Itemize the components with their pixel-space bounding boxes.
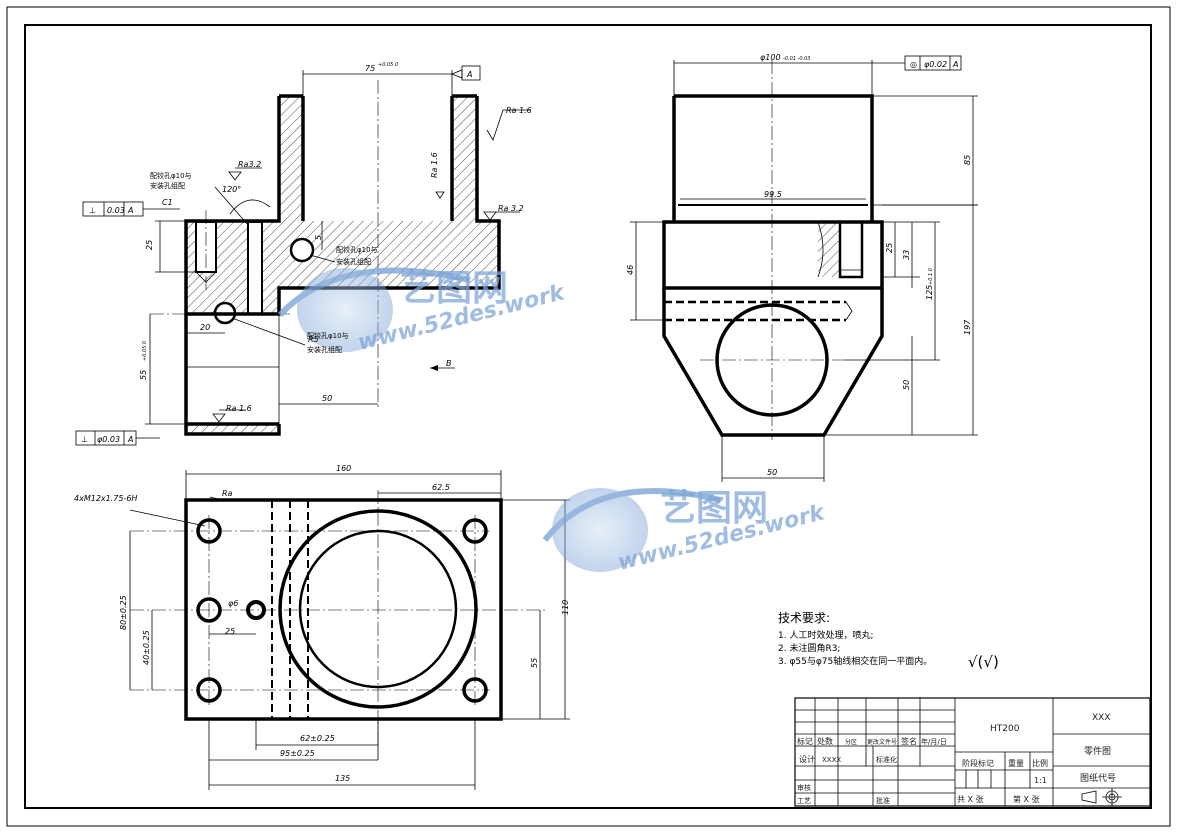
tb-approve: 批准 bbox=[876, 796, 890, 805]
tb-scale: 比例 bbox=[1032, 758, 1048, 768]
tol-conc-value: φ0.02 bbox=[924, 60, 947, 69]
dim-197: 197 bbox=[963, 319, 972, 335]
tb-scale-val: 1:1 bbox=[1034, 776, 1047, 785]
tb-total: 共 X 张 bbox=[957, 795, 984, 804]
tol1-sym: ⊥ bbox=[89, 206, 96, 215]
dim-95: 95±0.25 bbox=[280, 749, 315, 758]
tech-item-2: 2. 未注圆角R3; bbox=[778, 642, 840, 654]
dim-top-dia-tol: -0.01 -0.03 bbox=[783, 56, 810, 62]
watermark-1 bbox=[277, 267, 471, 352]
tech-item-3: 3. φ55与φ75轴线相交在同一平面内。 bbox=[778, 655, 932, 667]
tb-company: XXX bbox=[1092, 713, 1111, 723]
ra-bottom: Ra 1.6 bbox=[226, 404, 252, 413]
tb-design: 设计 bbox=[799, 754, 815, 764]
dim-top-tol: +0.05 0 bbox=[378, 62, 398, 68]
dim-25r: 25 bbox=[885, 243, 894, 253]
tb-stage: 阶段标记 bbox=[962, 758, 994, 768]
roughness-symbol: √(√) bbox=[968, 653, 999, 671]
dim-33: 33 bbox=[902, 250, 911, 260]
tb-standard: 标准化 bbox=[876, 755, 897, 764]
dim-20: 20 bbox=[200, 323, 210, 332]
tb-material: HT200 bbox=[990, 724, 1020, 734]
dim-25b: 25 bbox=[225, 627, 235, 636]
tb-h-zone: 分区 bbox=[845, 738, 857, 746]
dim-62: 62±0.25 bbox=[300, 734, 335, 743]
front-section-view bbox=[75, 65, 530, 446]
chamfer-c1: C1 bbox=[162, 198, 173, 207]
ra-bore: Ra 1.6 bbox=[430, 152, 439, 178]
tol2-sym: ⊥ bbox=[81, 435, 88, 444]
tb-h-doc: 更改文件号 bbox=[867, 738, 897, 746]
dim-135: 135 bbox=[335, 774, 350, 783]
tol-conc-datum: A bbox=[952, 60, 958, 69]
section-b: B bbox=[446, 359, 452, 368]
note-pin-1b: 安装孔组配 bbox=[150, 181, 185, 190]
tech-item-1: 1. 人工时效处理，喷丸; bbox=[778, 629, 873, 641]
note-pin-2b: 安装孔组配 bbox=[336, 257, 371, 266]
note-pin-2a: 配铰孔φ10与 bbox=[336, 245, 378, 254]
tb-h-date: 年/月/日 bbox=[921, 737, 947, 746]
dim-thread: 4xM12x1.75-6H bbox=[74, 494, 137, 503]
tb-drawing-name: 零件图 bbox=[1084, 745, 1111, 757]
tol1-datum: A bbox=[127, 206, 133, 215]
side-view bbox=[630, 55, 978, 482]
dim-160: 160 bbox=[336, 464, 351, 473]
dim-85: 85 bbox=[963, 155, 972, 165]
ra-side: Ra 3.2 bbox=[498, 204, 524, 213]
tol2-value: φ0.03 bbox=[97, 435, 120, 444]
tb-h-mark: 标记 bbox=[797, 736, 813, 746]
tb-drawing-no: 图纸代号 bbox=[1080, 772, 1116, 784]
dim-46: 46 bbox=[626, 265, 635, 275]
watermark-brand-2: 艺图网 bbox=[660, 488, 768, 529]
tol2-datum: A bbox=[127, 435, 133, 444]
dim-50-bottom: 50 bbox=[767, 468, 777, 477]
title-block bbox=[794, 697, 1151, 807]
dim-ra-plan: Ra bbox=[222, 489, 233, 498]
tb-sheet: 第 X 张 bbox=[1013, 794, 1040, 804]
tb-designer: XXXX bbox=[822, 756, 841, 764]
tb-h-count: 处数 bbox=[817, 736, 833, 746]
dim-5: 5 bbox=[314, 235, 323, 240]
note-pin-3a: 配铰孔φ10与 bbox=[307, 331, 349, 340]
watermark-2 bbox=[542, 488, 721, 572]
tb-weight: 重量 bbox=[1008, 758, 1024, 768]
tb-process: 工艺 bbox=[797, 797, 811, 805]
note-pin-1a: 配铰孔φ10与 bbox=[150, 171, 192, 180]
dim-phi6: φ6 bbox=[228, 599, 238, 608]
tb-h-sign: 签名 bbox=[901, 736, 917, 746]
dim-25: 25 bbox=[145, 240, 154, 250]
note-pin-3b: 安装孔组配 bbox=[307, 345, 342, 354]
dim-125: 125 bbox=[925, 285, 934, 300]
dim-125-tol: +0.1 0 bbox=[928, 268, 934, 285]
inner-border bbox=[24, 24, 1152, 809]
dim-50r: 50 bbox=[902, 380, 911, 390]
dim-62-5: 62.5 bbox=[432, 483, 450, 492]
dim-99-5: 99.5 bbox=[764, 190, 782, 199]
dim-40: 40±0.25 bbox=[142, 630, 151, 665]
dim-55-tol: +0.05 0 bbox=[142, 341, 148, 361]
dim-r5: R5 bbox=[308, 335, 319, 344]
outer-border bbox=[6, 6, 1171, 827]
tol-conc-sym: ◎ bbox=[910, 60, 917, 69]
dim-80: 80±0.25 bbox=[119, 595, 128, 630]
ra-top: Ra 1.6 bbox=[506, 106, 532, 115]
ra-left: Ra3.2 bbox=[238, 160, 261, 169]
dim-55: 55 bbox=[139, 370, 148, 380]
tb-review: 审核 bbox=[797, 783, 811, 792]
tol1-value: 0.03 bbox=[107, 206, 125, 215]
plan-view bbox=[129, 470, 570, 790]
dim-110: 110 bbox=[561, 600, 570, 615]
datum-a: A bbox=[466, 70, 472, 79]
watermark-brand-1: 艺图网 bbox=[400, 268, 508, 309]
dim-top-width: 75 bbox=[365, 64, 375, 73]
dim-top-dia: φ100 bbox=[760, 53, 781, 62]
dim-55b: 55 bbox=[530, 658, 539, 668]
tech-title: 技术要求: bbox=[778, 611, 830, 625]
angle-120: 120° bbox=[222, 185, 241, 194]
dim-50: 50 bbox=[322, 394, 332, 403]
